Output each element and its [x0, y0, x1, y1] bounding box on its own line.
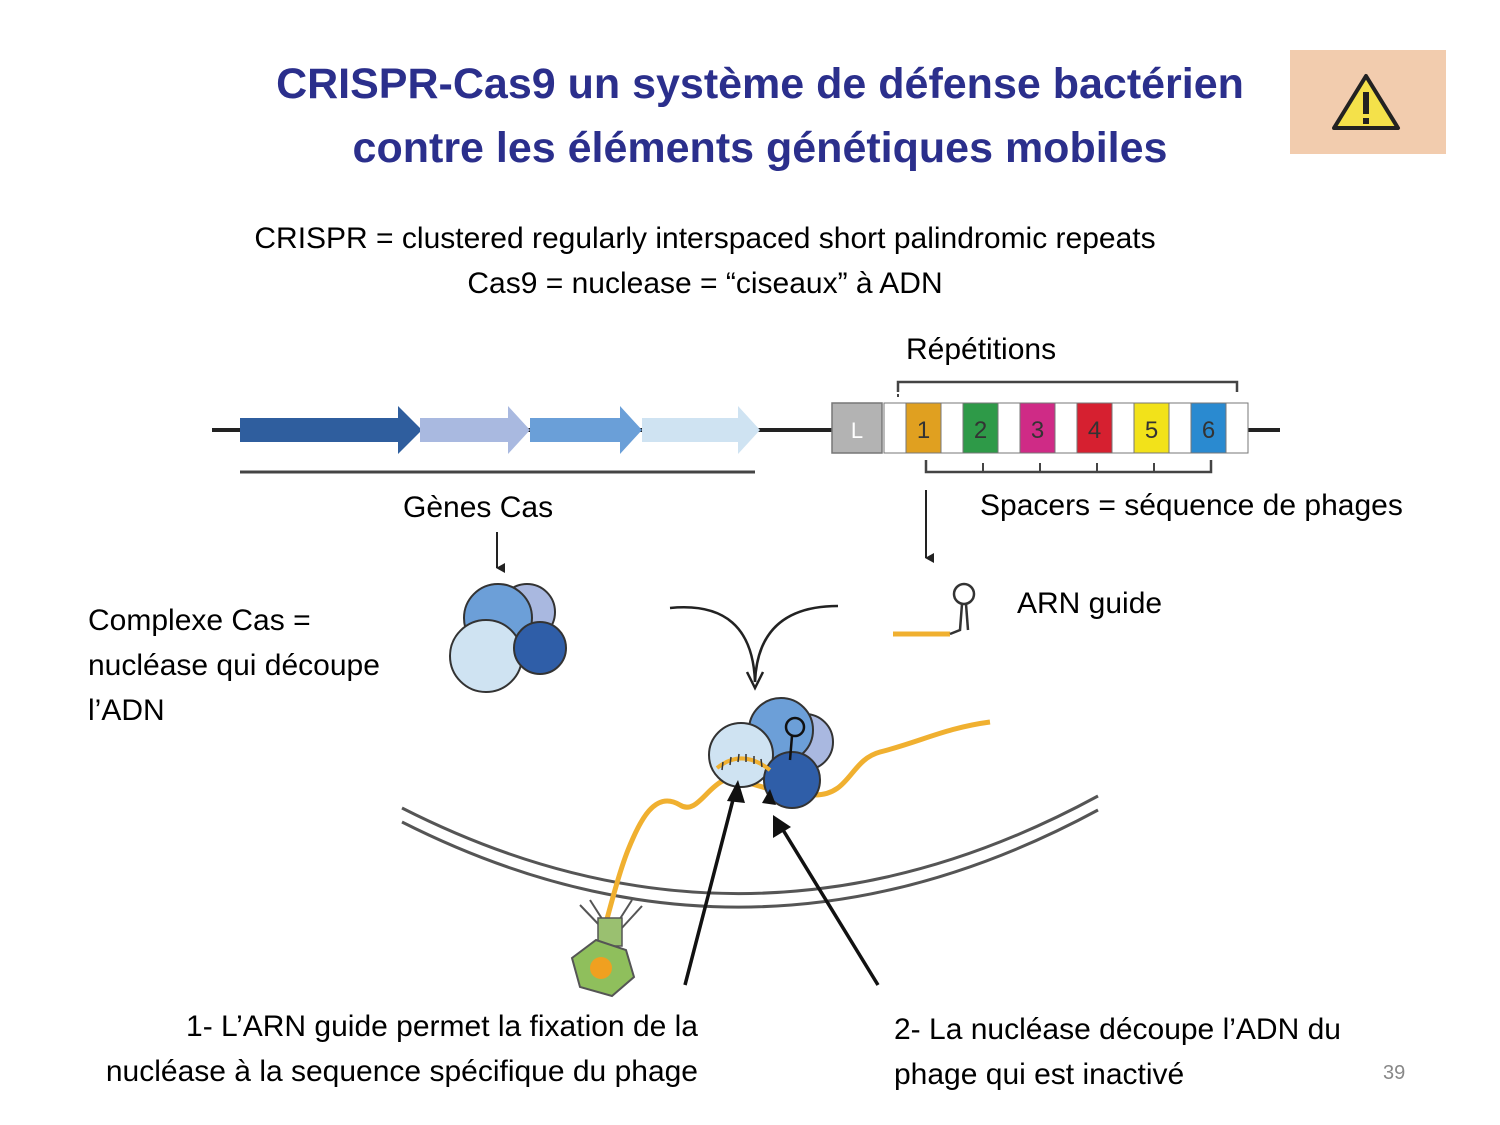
cas9-definition: Cas9 = nuclease = “ciseaux” à ADN [467, 267, 943, 300]
repeat-box [940, 402, 964, 454]
leader-box [831, 402, 883, 454]
phage-icon [570, 899, 643, 998]
cas-complex-line-2: nucléase qui découpe [88, 649, 380, 682]
cas-gene-arrow-4 [642, 406, 760, 454]
slide-title: CRISPR-Cas9 un système de défense bactér… [200, 52, 1320, 180]
spacer-array: 1 2 3 4 5 6 [883, 402, 1249, 454]
repetitions-bracket [896, 380, 1239, 392]
repeat-box [1111, 402, 1135, 454]
spacer-box [905, 402, 942, 454]
leader-label: L [851, 418, 863, 443]
bound-cas-complex [708, 697, 834, 809]
repeat-box [997, 402, 1021, 454]
cas-complex-line-3: l’ADN [88, 694, 165, 727]
spacers-label: Spacers = séquence de phages [980, 489, 1403, 522]
crispr-definition: CRISPR = clustered regularly interspaced… [254, 222, 1156, 255]
spacer-label: 6 [1202, 417, 1215, 444]
cas-gene-arrow-2 [420, 406, 530, 454]
spacer-box [1076, 402, 1113, 454]
cas-gene-arrow-3 [530, 406, 642, 454]
cas-genes-label: Gènes Cas [403, 491, 554, 524]
warning-triangle-icon [1332, 74, 1400, 130]
step-1-line-2: nucléase à la sequence spécifique du pha… [105, 1055, 698, 1088]
spacer-label: 2 [974, 417, 987, 444]
cell-membrane-outer [401, 794, 1099, 895]
repeat-box [1225, 402, 1249, 454]
title-line-1: CRISPR-Cas9 un système de défense bactér… [276, 60, 1244, 108]
guide-rna-icon [893, 582, 976, 637]
page-number: 39 [1383, 1062, 1406, 1084]
title-line-2: contre les éléments génétiques mobiles [352, 124, 1168, 172]
cell-membrane-inner [401, 808, 1099, 909]
warning-box [1290, 50, 1446, 154]
spacer-label: 1 [917, 417, 930, 444]
cas-gene-arrow-1 [240, 406, 422, 454]
spacer-box [1019, 402, 1056, 454]
cas-complex-line-1: Complexe Cas = [88, 604, 311, 637]
cas-complex [449, 583, 567, 693]
spacer-box [1190, 402, 1227, 454]
step-2-line-1: 2- La nucléase découpe l’ADN du [894, 1013, 1341, 1046]
repetitions-label: Répétitions [906, 333, 1057, 366]
spacer-label: 3 [1031, 417, 1044, 444]
step-2-line-2: phage qui est inactivé [894, 1058, 1185, 1091]
guide-rna-label: ARN guide [1017, 587, 1163, 620]
annotation-arrow-2 [778, 824, 880, 986]
step-1-line-1: 1- L’ARN guide permet la fixation de la [186, 1010, 698, 1043]
spacer-label: 4 [1088, 417, 1101, 444]
repeat-box [883, 402, 907, 454]
repeat-box [1054, 402, 1078, 454]
annotation-arrow-1 [683, 791, 737, 986]
repeat-box [1168, 402, 1192, 454]
spacer-box [962, 402, 999, 454]
spacers-bracket [924, 460, 1213, 474]
spacer-label: 5 [1145, 417, 1158, 444]
